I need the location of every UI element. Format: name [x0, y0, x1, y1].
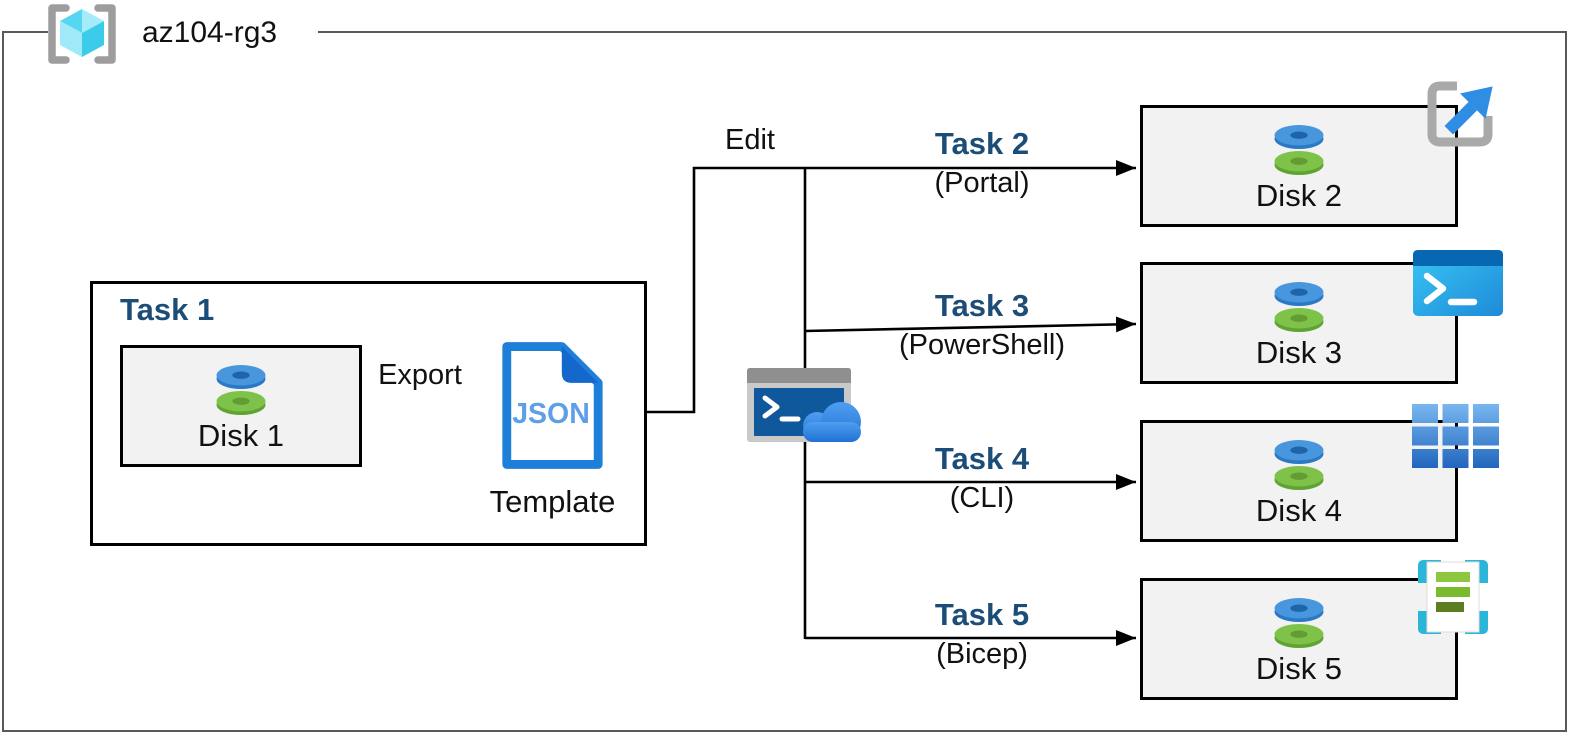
disk3-label: Disk 3 — [1255, 335, 1343, 370]
open-in-portal-icon — [1427, 81, 1493, 147]
task4-title: Task 4 — [934, 441, 1030, 476]
task3-title: Task 3 — [934, 288, 1030, 323]
task2-labels: Task 2 (Portal) — [832, 126, 1132, 204]
boundary-label-mask — [48, 27, 318, 37]
disk2-card: Disk 2 — [1140, 105, 1458, 227]
disk4-card: Disk 4 — [1140, 420, 1458, 542]
task1-title: Task 1 — [120, 292, 215, 327]
disk2-label: Disk 2 — [1255, 178, 1343, 213]
task3-method: (PowerShell) — [899, 329, 1065, 361]
task2-title: Task 2 — [934, 126, 1030, 161]
managed-disk-icon — [1274, 282, 1324, 332]
edit-label: Edit — [725, 124, 775, 156]
task2-method: (Portal) — [934, 167, 1030, 199]
managed-disk-icon — [1274, 598, 1324, 648]
task5-title: Task 5 — [934, 597, 1030, 632]
disk5-label: Disk 5 — [1255, 651, 1343, 686]
disk5-card: Disk 5 — [1140, 578, 1458, 700]
disk1-label: Disk 1 — [197, 418, 285, 453]
export-label: Export — [378, 359, 462, 391]
resource-group-boundary — [2, 31, 1567, 732]
resource-group-icon — [48, 4, 116, 64]
cloud-shell-icon — [747, 368, 861, 442]
disk1-card: Disk 1 — [120, 345, 362, 467]
cli-grid-icon — [1412, 404, 1499, 468]
managed-disk-icon — [1274, 440, 1324, 490]
task3-labels: Task 3 (PowerShell) — [832, 288, 1132, 366]
json-badge-text: JSON — [512, 398, 590, 430]
json-template-icon: JSON — [502, 342, 603, 469]
template-label: Template — [489, 484, 616, 519]
task5-labels: Task 5 (Bicep) — [832, 597, 1132, 675]
managed-disk-icon — [1274, 125, 1324, 175]
task4-method: (CLI) — [949, 482, 1015, 514]
task4-labels: Task 4 (CLI) — [832, 441, 1132, 519]
task5-method: (Bicep) — [936, 638, 1028, 670]
powershell-icon — [1413, 250, 1503, 316]
disk4-label: Disk 4 — [1255, 493, 1343, 528]
managed-disk-icon — [216, 365, 266, 415]
disk3-card: Disk 3 — [1140, 262, 1458, 384]
resource-group-name: az104-rg3 — [142, 16, 278, 49]
bicep-template-icon — [1418, 560, 1488, 634]
